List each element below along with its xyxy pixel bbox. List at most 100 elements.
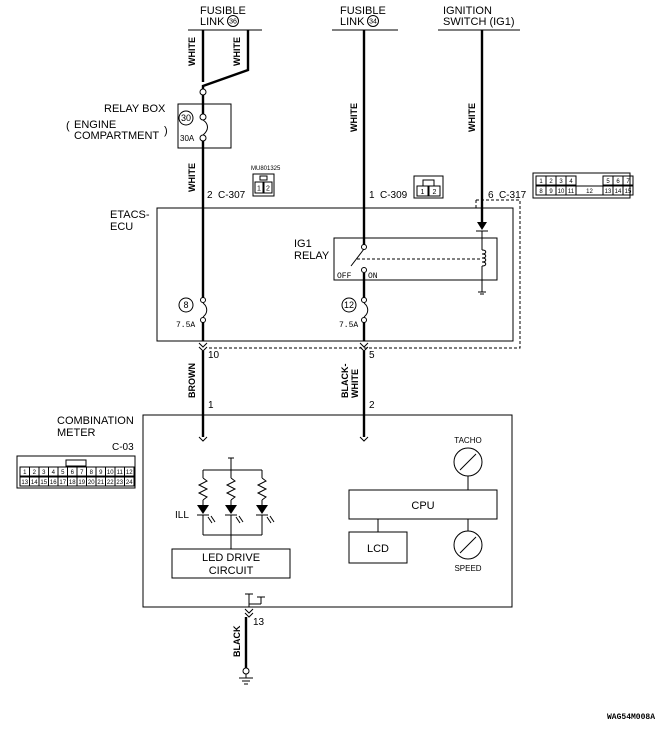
link-number-circle [227, 15, 239, 27]
wire-color-label: BLACK- [340, 364, 350, 399]
relay-fuse-number: 30 [181, 113, 191, 123]
connector-cell-label: 5 [606, 179, 610, 185]
led-icon [197, 505, 209, 514]
source-label-line1: FUSIBLE [340, 5, 386, 17]
source-label-line2: LINK [200, 16, 225, 28]
relay-on-label: ON [368, 272, 378, 281]
relay-label-line1: IG1 [294, 238, 312, 250]
etacs-pin-left: 10 [208, 350, 220, 361]
wire-color-label: WHITE [232, 37, 242, 66]
etacs-frame [156, 207, 514, 342]
connector-cell-label: 1 [23, 470, 27, 476]
wire-color-label: BLACK [232, 625, 242, 657]
fuse-terminal [361, 297, 367, 303]
led-icon [225, 505, 237, 514]
wire-color-label: WHITE [187, 37, 197, 66]
link-number: 34 [369, 19, 377, 26]
tacho-label: TACHO [454, 436, 481, 445]
connector-cell-label: 14 [615, 189, 622, 195]
led-drive-label-line1: LED DRIVE [202, 552, 260, 564]
meter-frame [142, 414, 513, 608]
connector-cell-label: 2 [433, 189, 437, 196]
connector-latch [65, 459, 87, 467]
connector-cell-label: 12 [586, 189, 593, 195]
connector-cell-label: 13 [21, 480, 28, 486]
fuse-number: 12 [344, 300, 354, 310]
relay-fuse-number-circle [178, 110, 194, 126]
wire-color-label: WHITE [187, 163, 197, 192]
source-label-line2: LINK [340, 16, 365, 28]
led-column [256, 470, 275, 535]
ig1-feed [476, 208, 488, 295]
cpu-label: CPU [411, 500, 434, 512]
etacs-dashed-boundary [207, 199, 521, 349]
connector-cell-label: 19 [78, 480, 85, 486]
wire-ground: 13 BLACK [232, 608, 265, 685]
fuse-terminal [200, 297, 206, 303]
led-drive-circuit-box [171, 548, 291, 579]
connector-cell-label: 9 [99, 470, 103, 476]
etacs-left-path: 8 7.5A [176, 208, 208, 341]
connector-cell-label: 21 [97, 480, 104, 486]
source-fusible-link-36: FUSIBLE LINK 36 [188, 5, 262, 31]
fuse-rating: 7.5A [339, 321, 358, 330]
connector-cell-label: 7 [626, 179, 630, 185]
connector-latch [422, 179, 435, 187]
connector-cell-label: 17 [59, 480, 66, 486]
connector-cell [124, 466, 135, 477]
fuse-symbol [202, 119, 208, 136]
connector-cell-label: 1 [539, 179, 543, 185]
relay-coil [481, 249, 487, 267]
connector-cell-label: 8 [539, 189, 543, 195]
connector-cell-label: 15 [40, 480, 47, 486]
connector-cell [254, 181, 264, 194]
paren-open: ( [66, 120, 70, 132]
wire-left-middle: WHITE [187, 141, 205, 208]
connector-cell-label: 10 [107, 470, 114, 476]
etacs-pin-right: 5 [369, 350, 375, 361]
connector-cell-label: 13 [605, 189, 612, 195]
wire-color-label: WHITE [349, 103, 359, 132]
ig1-relay: IG1 RELAY OFF ON [294, 237, 498, 281]
connector-cell-label: 1 [421, 189, 425, 196]
wire-middle-upper: WHITE [349, 30, 366, 208]
connector-face [16, 455, 136, 489]
connector-part-number: MU801325 [251, 166, 281, 172]
connector-cell-label: 1 [257, 186, 261, 193]
connector-cell [428, 185, 441, 197]
relay-contact-terminal [361, 244, 367, 250]
speed-needle [459, 536, 477, 554]
connector-cell-label: 6 [71, 470, 75, 476]
relay-off-label: OFF [337, 272, 352, 281]
connector-cell [416, 185, 429, 197]
fuse-terminal [199, 134, 207, 142]
meter-pin-right: 2 [369, 400, 375, 411]
connector-cell-label: 2 [549, 179, 553, 185]
resistor-icon [225, 477, 237, 501]
connector-cell-label: 4 [569, 179, 573, 185]
connector-face [413, 175, 444, 199]
connector-id: C-03 [112, 442, 134, 453]
connector-cell-label: 15 [625, 189, 632, 195]
ill-label: ILL [175, 510, 189, 521]
wire-junction [199, 88, 207, 96]
connector-cell-label: 22 [107, 480, 114, 486]
connector-face [252, 173, 275, 197]
fuse-rating: 7.5A [176, 321, 195, 330]
fuse-symbol [202, 302, 208, 318]
connector-cell-label: 11 [117, 470, 124, 476]
connector-cell-label: 10 [558, 189, 565, 195]
source-ignition-switch: IGNITION SWITCH (IG1) [438, 5, 520, 31]
speed-label: SPEED [454, 564, 481, 573]
wire-color-label: BROWN [187, 363, 197, 398]
resistor-icon [197, 477, 209, 501]
relay-contact-arm [350, 248, 365, 267]
wire-left-upper: WHITE WHITE [187, 30, 250, 96]
fuse-number: 8 [183, 300, 188, 310]
fuse-number-circle [341, 297, 357, 313]
connector-cell-label: 18 [69, 480, 76, 486]
